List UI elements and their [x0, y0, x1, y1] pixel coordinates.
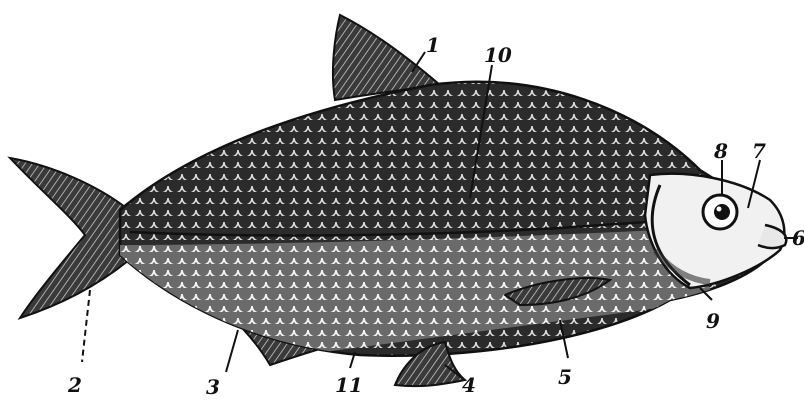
callout-1: 1 — [426, 33, 440, 57]
callout-5: 5 — [558, 365, 572, 389]
callout-8: 8 — [713, 139, 728, 163]
callout-11: 11 — [335, 373, 363, 397]
eye-highlight — [717, 207, 722, 212]
tail-fin — [10, 158, 135, 318]
leader-2 — [82, 290, 90, 362]
callout-6: 6 — [792, 226, 804, 250]
callout-10: 10 — [484, 43, 512, 67]
callout-7: 7 — [752, 139, 766, 163]
callout-2: 2 — [67, 373, 82, 397]
callout-4: 4 — [462, 373, 476, 397]
eye-pupil — [714, 204, 730, 220]
leader-3 — [226, 330, 238, 372]
callout-3: 3 — [206, 375, 220, 399]
callout-9: 9 — [706, 309, 720, 333]
